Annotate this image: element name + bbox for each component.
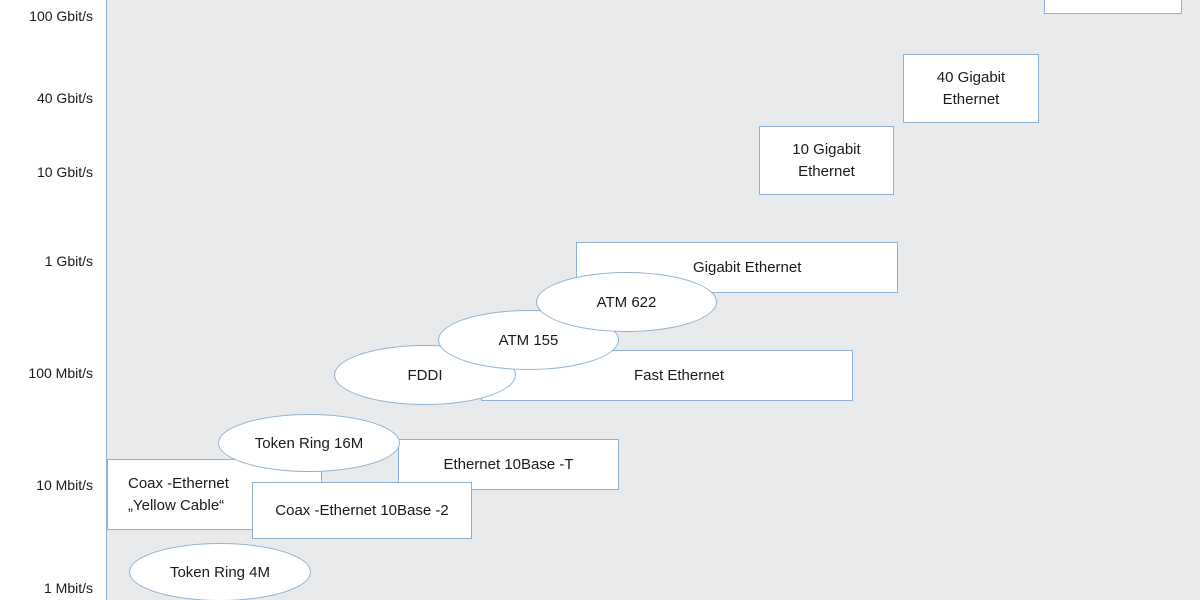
box-40-gigabit-ethernet: 40 Gigabit Ethernet (903, 54, 1039, 123)
tick-label-40-gbit: 40 Gbit/s (36, 90, 93, 106)
ellipse-atm-622: ATM 622 (536, 272, 717, 332)
tick-label-100-gbit: 100 Gbit/s (29, 8, 93, 24)
ellipse-token-ring-4m: Token Ring 4M (129, 543, 311, 600)
tick-label-10-gbit: 10 Gbit/s (36, 164, 93, 180)
tick-label-1-mbit: 1 Mbit/s (43, 580, 93, 596)
box-10-gigabit-ethernet: 10 Gigabit Ethernet (759, 126, 894, 195)
box-coax-ethernet-10base-2: Coax -Ethernet 10Base -2 (252, 482, 472, 539)
tick-label-100-mbit: 100 Mbit/s (28, 365, 93, 381)
box-ethernet-10base-t: Ethernet 10Base -T (398, 439, 619, 490)
box-100-gigabit-ethernet: Ethernet (1044, 0, 1182, 14)
tick-label-10-mbit: 10 Mbit/s (36, 477, 93, 493)
y-axis-line (106, 0, 107, 600)
ellipse-token-ring-16m: Token Ring 16M (218, 414, 400, 472)
ellipse-fddi: FDDI (334, 345, 516, 405)
tick-label-1-gbit: 1 Gbit/s (44, 253, 93, 269)
